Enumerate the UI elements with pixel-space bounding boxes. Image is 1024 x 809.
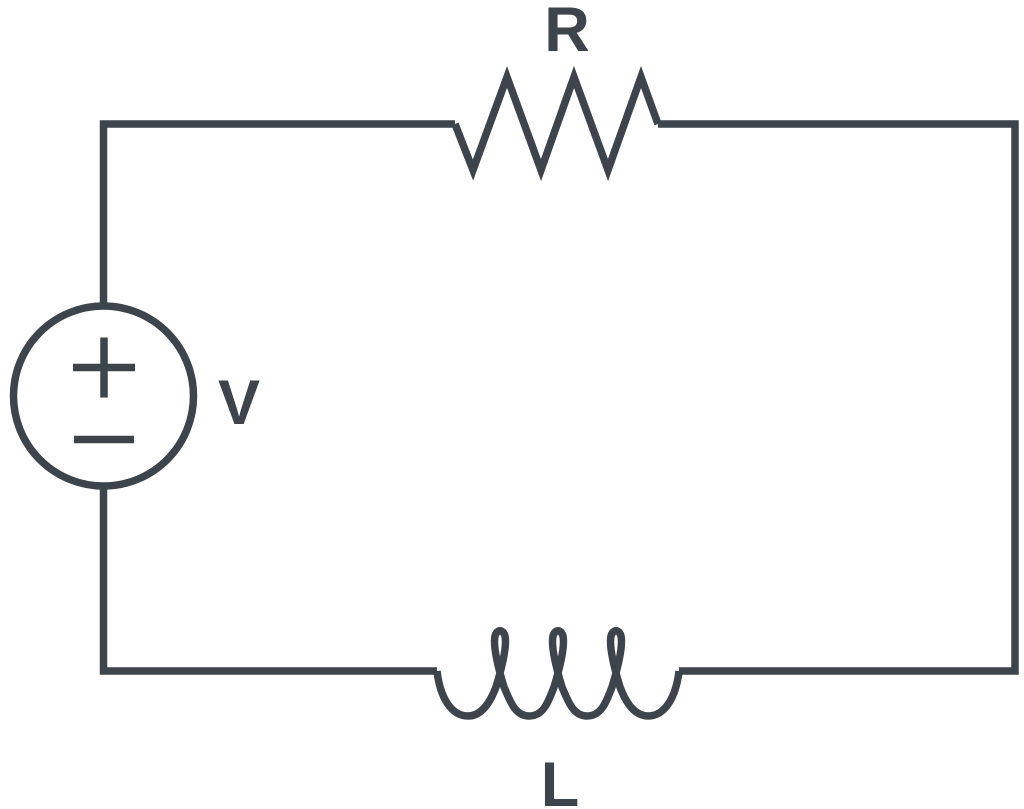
plus-icon bbox=[73, 337, 135, 398]
resistor-label: R bbox=[544, 0, 590, 65]
voltage-source-circle-icon bbox=[9, 302, 198, 490]
resistor-zigzag-icon bbox=[451, 65, 662, 182]
inductor-label: L bbox=[541, 750, 579, 809]
wire-source-to-resistor bbox=[99, 120, 455, 306]
wire-resistor-to-inductor bbox=[658, 120, 1019, 675]
circuit-strokes bbox=[9, 65, 1019, 720]
wire-inductor-to-source bbox=[99, 486, 437, 675]
inductor-coil-icon bbox=[433, 627, 683, 720]
voltage-source-label: V bbox=[218, 368, 260, 438]
